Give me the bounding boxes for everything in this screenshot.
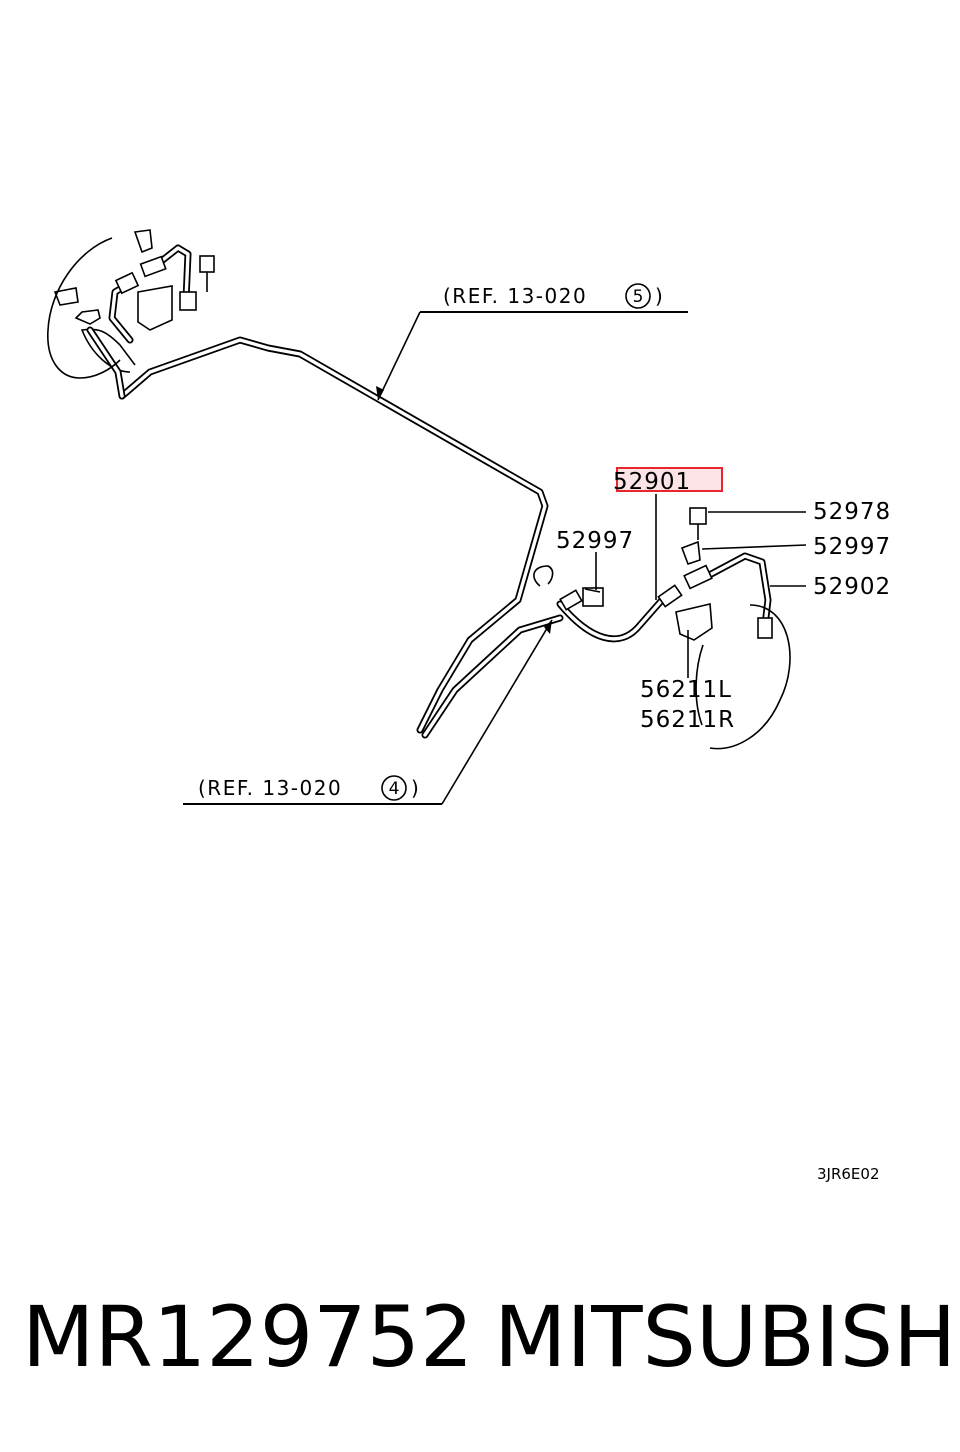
part-number: MR129752 [22, 1288, 474, 1386]
ref-bottom-close: ) [411, 776, 420, 800]
ref-bottom-text: (REF. 13-020 [198, 776, 342, 800]
label-56211R: 56211R [640, 707, 735, 733]
ref-top-text: (REF. 13-020 [443, 284, 587, 308]
label-52902: 52902 [813, 574, 891, 600]
ref-top-close: ) [655, 284, 664, 308]
label-52997-right: 52997 [813, 534, 891, 560]
label-56211L: 56211L [640, 677, 732, 703]
ref-bottom-circle [381, 775, 407, 801]
label-52901: 52901 [613, 469, 691, 495]
brand-name: MITSUBISHI [494, 1288, 960, 1386]
label-52978: 52978 [813, 499, 891, 525]
main-brake-pipe [118, 336, 564, 739]
flexible-hose-52902 [675, 507, 791, 750]
ref-top-number: 5 [633, 287, 644, 307]
flexible-hose-52901 [533, 565, 683, 643]
label-52997-left: 52997 [556, 528, 634, 554]
ref-bottom-number: 4 [389, 779, 400, 799]
diagram-code: 3JR6E02 [817, 1165, 880, 1183]
upper-left-assembly [47, 229, 215, 400]
ref-top-circle [625, 283, 651, 309]
highlight-box [616, 467, 723, 492]
leader-lines [183, 311, 807, 805]
